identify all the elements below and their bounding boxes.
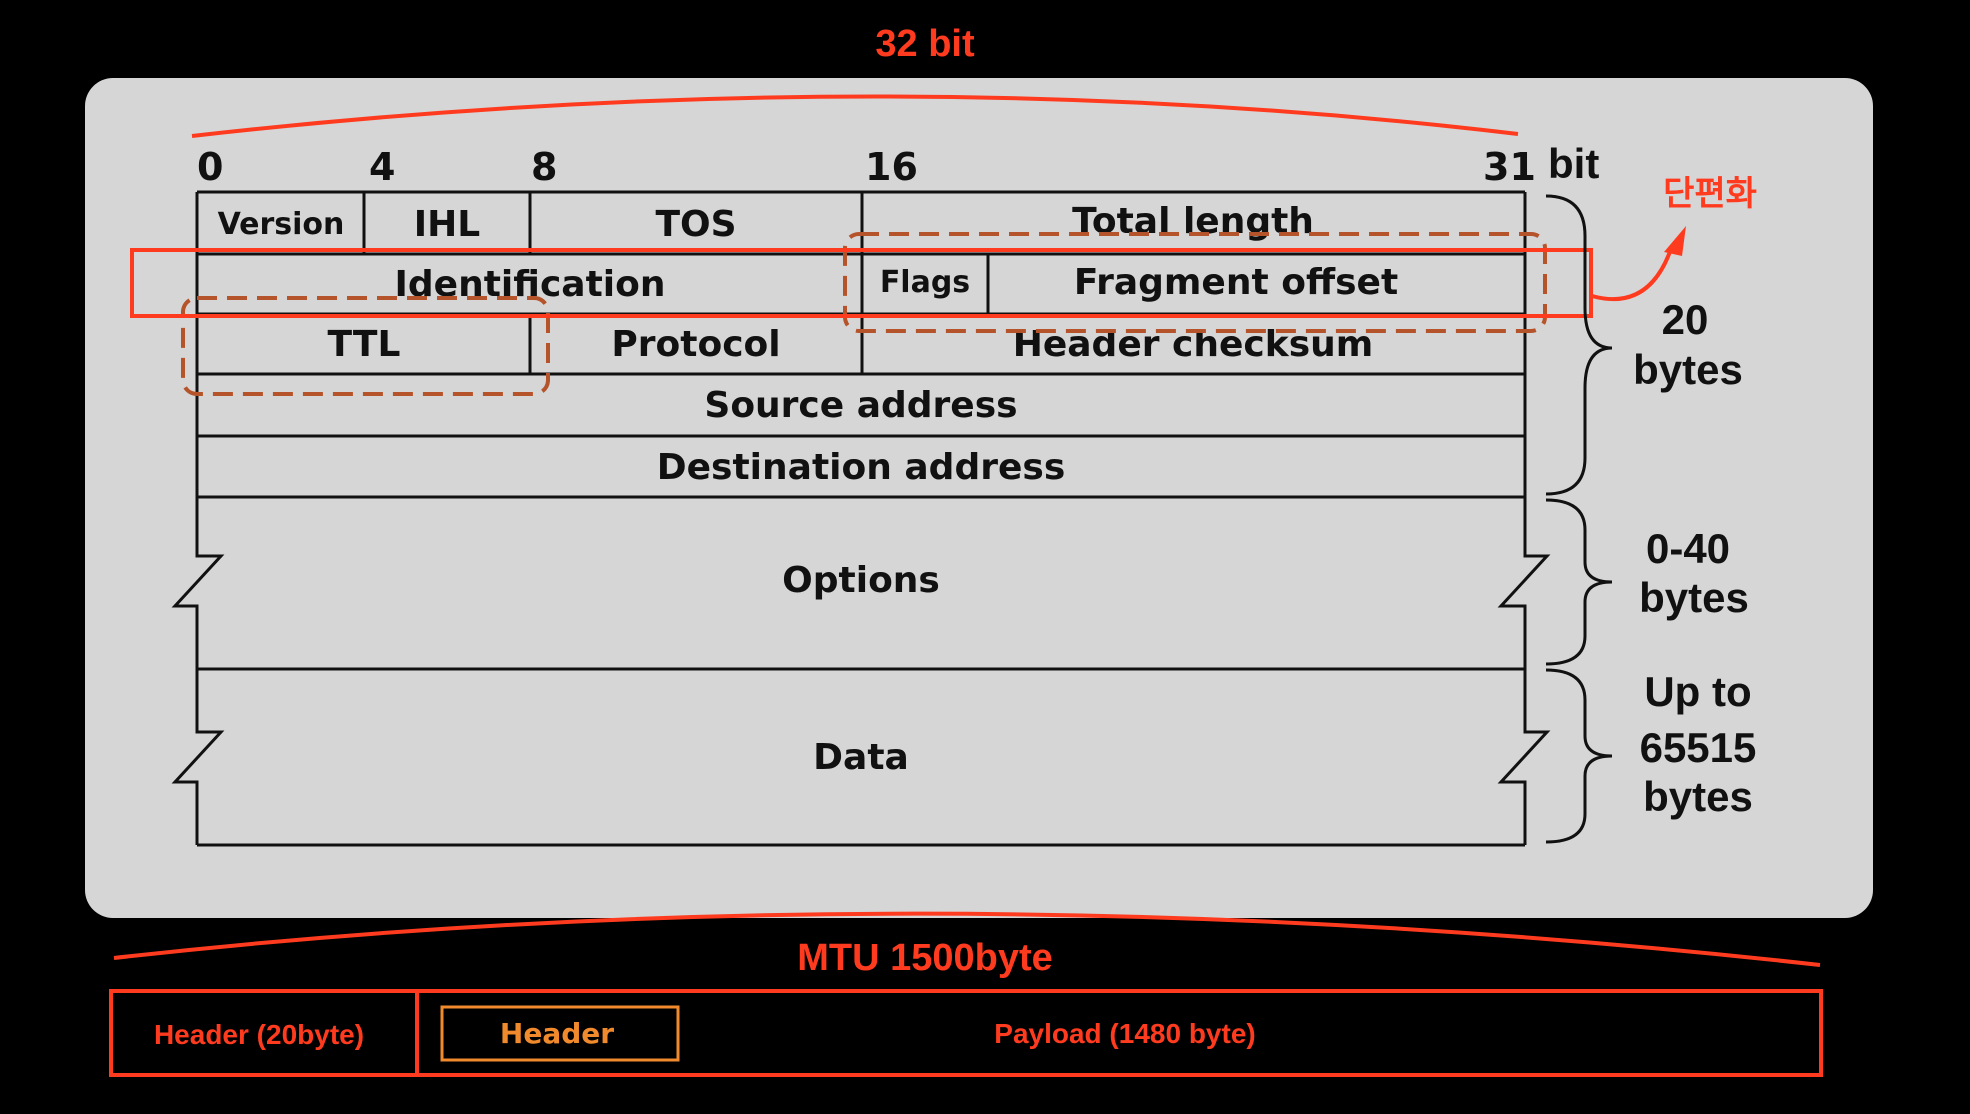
mtu-inner-header-label: Header (500, 1017, 614, 1050)
mtu-title: MTU 1500byte (797, 937, 1053, 979)
brace-options-line1: 0-40 (1646, 525, 1730, 572)
mtu-header-label: Header (20byte) (154, 1019, 364, 1050)
bit-tick-0: 0 (197, 145, 223, 189)
brace-header-line2: bytes (1633, 346, 1743, 393)
field-flags: Flags (880, 265, 970, 300)
field-source-address: Source address (704, 385, 1017, 426)
field-options: Options (782, 560, 940, 601)
ttl-dashed-highlight (181, 296, 550, 396)
top-width-arc (191, 94, 1519, 138)
mtu-arc (113, 911, 1821, 967)
fragmentation-row-highlight (130, 248, 1593, 318)
brace-data-line2: 65515 (1640, 724, 1757, 771)
brace-options-line2: bytes (1639, 574, 1749, 621)
brace-data-line3: bytes (1643, 773, 1753, 820)
brace-data-line1: Up to (1644, 668, 1751, 715)
side-braces (1545, 194, 1613, 844)
field-ttl: TTL (328, 324, 401, 365)
field-ihl: IHL (414, 204, 480, 245)
mtu-packet-bar (109, 989, 1823, 1077)
bit-unit-label: bit (1548, 140, 1599, 187)
field-protocol: Protocol (611, 324, 780, 365)
field-destination-address: Destination address (657, 447, 1066, 488)
field-version: Version (218, 207, 345, 242)
bit-tick-4: 4 (369, 145, 395, 189)
mtu-payload-label: Payload (1480 byte) (994, 1018, 1255, 1049)
top-width-label: 32 bit (875, 23, 975, 65)
mtu-inner-header-box (440, 1005, 680, 1062)
field-data: Data (813, 737, 909, 778)
bit-tick-8: 8 (531, 145, 557, 189)
flags-offset-dashed-highlight (843, 232, 1547, 333)
fragmentation-label: 단편화 (1663, 175, 1757, 213)
fragmentation-arrow (1591, 245, 1674, 302)
bit-tick-16: 16 (865, 145, 918, 189)
bit-tick-31: 31 (1483, 145, 1536, 189)
fragmentation-arrowhead (1664, 226, 1686, 256)
brace-header-line1: 20 (1662, 296, 1709, 343)
field-tos: TOS (655, 204, 736, 245)
field-fragment-offset: Fragment offset (1074, 262, 1398, 303)
